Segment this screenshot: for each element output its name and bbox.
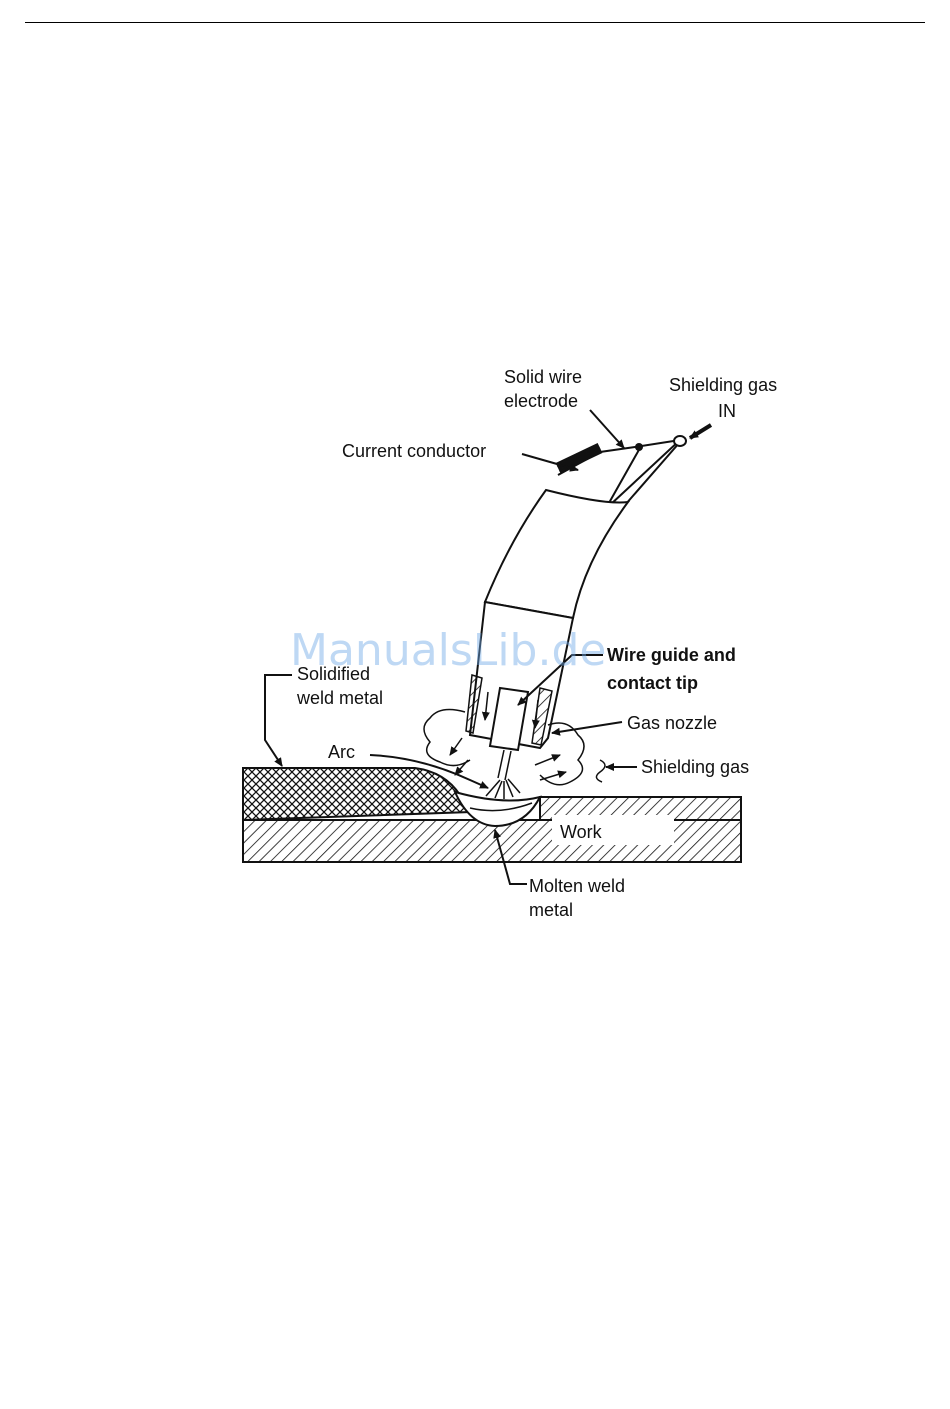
label-shielding-gas-in: Shielding gas bbox=[669, 375, 777, 395]
label-molten-weld: Molten weld bbox=[529, 876, 625, 896]
label-in: IN bbox=[718, 401, 736, 421]
label-wire-guide: Wire guide and bbox=[607, 645, 736, 665]
label-contact-tip: contact tip bbox=[607, 673, 698, 693]
label-work: Work bbox=[560, 822, 603, 842]
watermark: ManualsLib.de bbox=[290, 625, 606, 676]
label-weld-metal: weld metal bbox=[296, 688, 383, 708]
label-metal: metal bbox=[529, 900, 573, 920]
label-gas-nozzle: Gas nozzle bbox=[627, 713, 717, 733]
solidified-weld-bead bbox=[243, 768, 470, 820]
label-arc: Arc bbox=[328, 742, 355, 762]
label-shielding-gas: Shielding gas bbox=[641, 757, 749, 777]
label-electrode: electrode bbox=[504, 391, 578, 411]
label-current-conductor: Current conductor bbox=[342, 441, 486, 461]
label-solid-wire: Solid wire bbox=[504, 367, 582, 387]
welding-gun bbox=[466, 436, 686, 799]
